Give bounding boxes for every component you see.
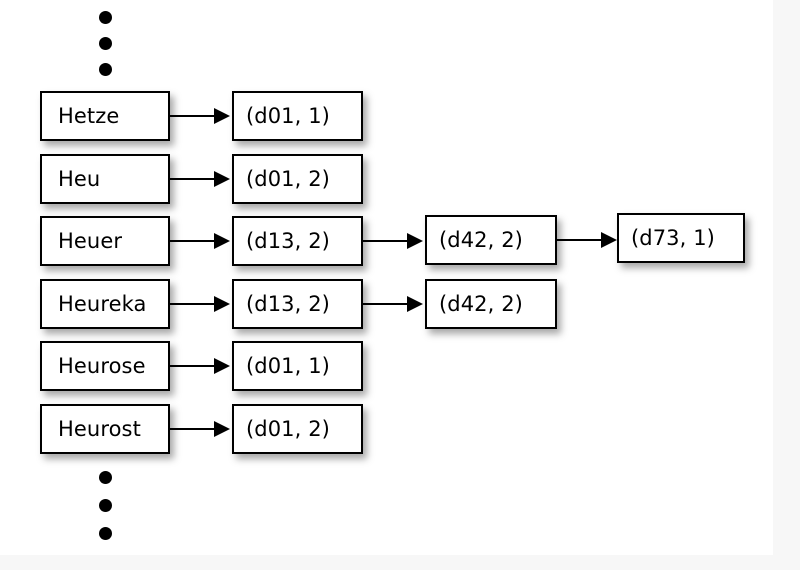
edge-heureka-to-posting-4 [170,303,216,305]
posting-box-2[interactable]: (d01, 2) [232,154,363,204]
posting-box-d42-1[interactable]: (d42, 2) [425,215,557,265]
diagram-canvas: Hetze Heu Heuer Heureka Heurose Heurost [40,11,745,540]
arrowhead-icon [214,358,230,374]
arrowhead-icon [214,171,230,187]
ellipsis-bottom-dot-3 [99,527,112,540]
term-label: Heureka [58,291,147,316]
edge-posting-4-to-d42-2 [363,303,409,305]
arrowhead-icon [214,296,230,312]
posting-label: (d13, 2) [246,291,330,316]
posting-box-3[interactable]: (d13, 2) [232,216,363,266]
posting-label: (d73, 1) [631,225,715,250]
arrowhead-icon [214,233,230,249]
term-label: Heurost [58,416,141,441]
edge-heurost-to-posting-6 [170,428,216,430]
edge-d42-to-d73 [557,239,603,241]
term-box-heureka[interactable]: Heureka [40,279,170,329]
arrowhead-icon [407,296,423,312]
ellipsis-top-dot-1 [99,11,112,24]
posting-box-d42-2[interactable]: (d42, 2) [425,279,557,329]
posting-box-d73[interactable]: (d73, 1) [617,213,745,263]
arrowhead-icon [214,421,230,437]
posting-label: (d42, 2) [439,227,523,252]
posting-label: (d01, 1) [246,353,330,378]
posting-box-5[interactable]: (d01, 1) [232,341,363,391]
ellipsis-bottom-dot-1 [99,471,112,484]
arrowhead-icon [407,233,423,249]
posting-label: (d01, 2) [246,416,330,441]
term-label: Heurose [58,353,146,378]
posting-box-4[interactable]: (d13, 2) [232,279,363,329]
arrowhead-icon [601,232,617,248]
term-label: Heuer [58,228,123,253]
term-box-heurose[interactable]: Heurose [40,341,170,391]
edge-posting-3-to-d42-1 [363,240,409,242]
term-box-heuer[interactable]: Heuer [40,216,170,266]
term-label: Hetze [58,103,120,128]
edge-heurose-to-posting-5 [170,365,216,367]
edge-hetze-to-posting-1 [170,115,216,117]
posting-label: (d01, 1) [246,103,330,128]
arrowhead-icon [214,108,230,124]
edge-heu-to-posting-2 [170,178,216,180]
ellipsis-bottom-dot-2 [99,499,112,512]
posting-box-6[interactable]: (d01, 2) [232,404,363,454]
posting-box-1[interactable]: (d01, 1) [232,91,363,141]
posting-label: (d13, 2) [246,228,330,253]
term-box-heurost[interactable]: Heurost [40,404,170,454]
posting-label: (d42, 2) [439,291,523,316]
edge-heuer-to-posting-3 [170,240,216,242]
term-label: Heu [58,166,101,191]
ellipsis-top-dot-3 [99,63,112,76]
posting-label: (d01, 2) [246,166,330,191]
term-box-hetze[interactable]: Hetze [40,91,170,141]
term-box-heu[interactable]: Heu [40,154,170,204]
ellipsis-top-dot-2 [99,37,112,50]
